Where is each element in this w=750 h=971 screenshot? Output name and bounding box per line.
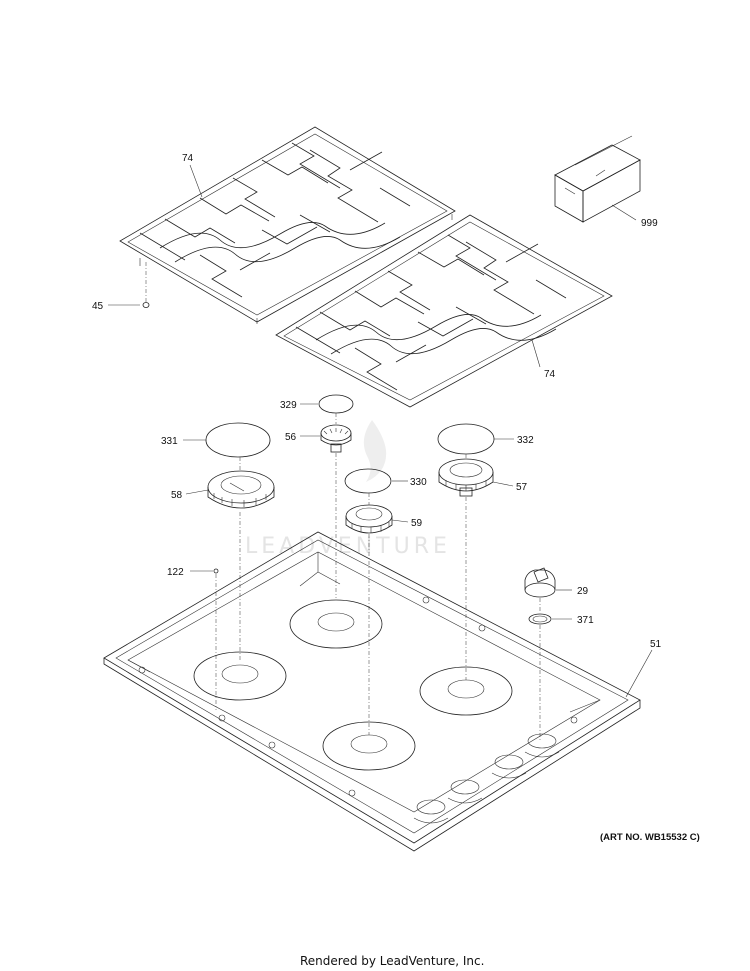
art-number: (ART NO. WB15532 C) [600, 832, 700, 843]
callout-330: 330 [410, 477, 427, 488]
callout-332: 332 [517, 435, 534, 446]
manual-box[interactable] [554, 135, 641, 223]
callout-59: 59 [411, 518, 423, 529]
callout-45: 45 [92, 301, 104, 312]
callout-74-left: 74 [182, 153, 194, 164]
leadventure-watermark: LEADVENTURE [245, 420, 447, 559]
screw-122[interactable] [213, 568, 219, 710]
grate-right[interactable] [275, 214, 613, 408]
callout-999: 999 [641, 218, 658, 229]
bumper-part[interactable] [142, 262, 150, 308]
footer-credit: Rendered by LeadVenture, Inc. [300, 954, 484, 968]
burner-head-59[interactable] [345, 493, 393, 735]
burner-cap-330[interactable] [344, 468, 392, 494]
leader-lines [108, 164, 653, 698]
callout-29: 29 [577, 586, 589, 597]
callout-329: 329 [280, 400, 297, 411]
burner-head-56[interactable] [320, 413, 352, 598]
callout-331: 331 [161, 436, 178, 447]
callout-371: 371 [577, 615, 594, 626]
burner-head-57[interactable] [438, 454, 494, 680]
knob-ring[interactable] [528, 613, 552, 740]
callout-56: 56 [285, 432, 297, 443]
callout-74-right: 74 [544, 369, 556, 380]
callout-51: 51 [650, 639, 662, 650]
burner-cap-331[interactable] [205, 422, 271, 458]
control-knob[interactable] [524, 567, 556, 612]
burner-cap-329[interactable] [318, 394, 354, 414]
callout-58: 58 [171, 490, 183, 501]
burner-head-58[interactable] [207, 457, 275, 660]
callout-122: 122 [167, 567, 184, 578]
burner-cap-332[interactable] [437, 423, 495, 455]
grate-left[interactable] [119, 126, 456, 324]
callout-57: 57 [516, 482, 528, 493]
cooktop-main-top[interactable] [103, 531, 641, 852]
